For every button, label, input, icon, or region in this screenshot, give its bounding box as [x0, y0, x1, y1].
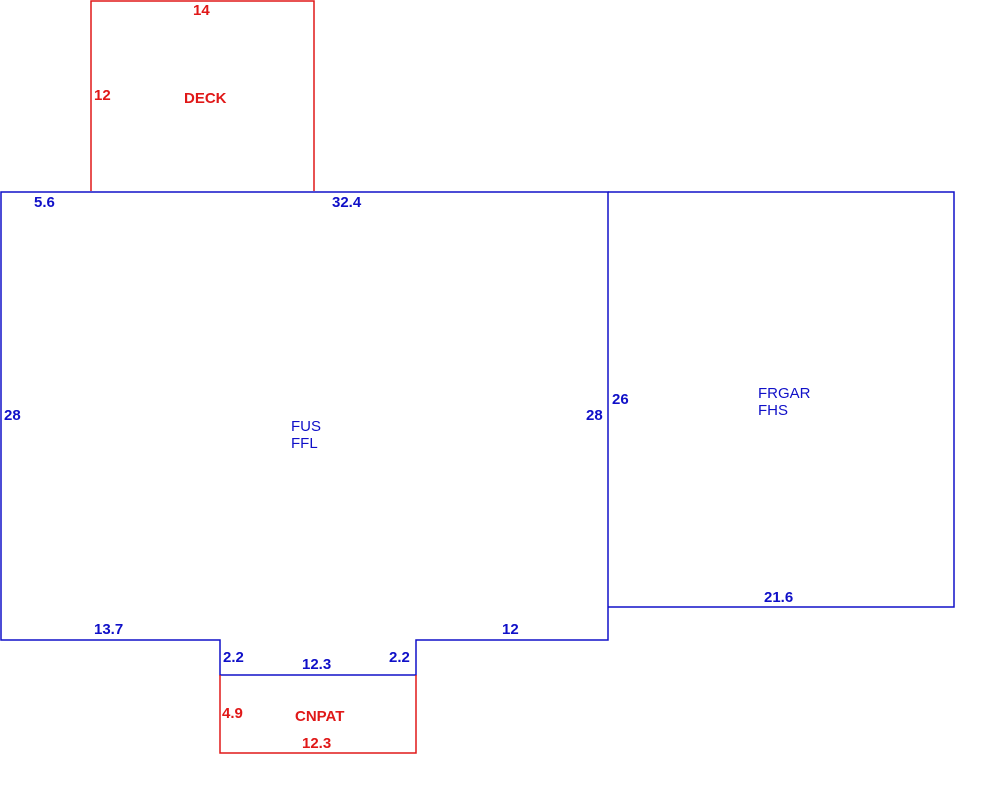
patio-bottom-dimension: 12.3: [302, 735, 331, 752]
house-notch-bottom-dimension: 12.3: [302, 656, 331, 673]
patio-outline: [219, 675, 417, 754]
garage-bottom-dimension: 21.6: [764, 589, 793, 606]
patio-left-dimension: 4.9: [222, 705, 243, 722]
garage-area-label-line2: FHS: [758, 402, 788, 419]
deck-left-dimension: 12: [94, 87, 111, 104]
house-right-dimension: 28: [586, 407, 603, 424]
house-notch-left-dimension: 2.2: [223, 649, 244, 666]
house-notch-right-dimension: 2.2: [389, 649, 410, 666]
house-bottom-right-dimension: 12: [502, 621, 519, 638]
garage-outline: [608, 191, 955, 608]
patio-area-label: CNPAT: [295, 708, 344, 725]
house-left-dimension: 28: [4, 407, 21, 424]
deck-area-label: DECK: [184, 90, 227, 107]
house-top-right-dimension: 32.4: [332, 194, 362, 211]
house-top-left-dimension: 5.6: [34, 194, 55, 211]
deck-outline: [90, 0, 315, 191]
house-bottom-left-dimension: 13.7: [94, 621, 123, 638]
garage-area-label-line1: FRGAR: [758, 385, 811, 402]
house-area-label-line2: FFL: [291, 435, 318, 452]
deck-top-dimension: 14: [193, 2, 210, 19]
house-area-label-line1: FUS: [291, 418, 321, 435]
garage-left-dimension: 26: [612, 391, 629, 408]
